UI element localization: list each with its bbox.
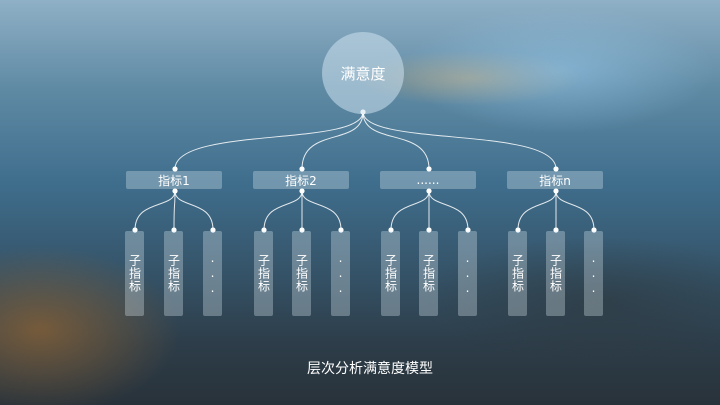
sub-dot-3-2 <box>426 227 432 233</box>
indicator-n: 指标n <box>507 171 603 189</box>
sub-dot-4-1 <box>515 227 521 233</box>
sub-indicator-1-2: 子指标 <box>164 231 183 316</box>
sub-indicator-2-2: 子指标 <box>292 231 311 316</box>
sub-indicator-2-more: ... <box>331 231 350 316</box>
root-link-1 <box>174 111 364 170</box>
indicator-dot-2 <box>299 166 305 172</box>
sub-dot-4-2 <box>553 227 559 233</box>
sub-link-3-1 <box>390 190 430 231</box>
sub-dot-2-2 <box>299 227 305 233</box>
sub-link-1-1 <box>134 190 176 231</box>
sub-indicator-3-more: ... <box>458 231 477 316</box>
sub-dot-3-1 <box>388 227 394 233</box>
sub-indicator-1-1: 子指标 <box>125 231 144 316</box>
sub-link-3-3 <box>428 190 469 231</box>
indicator-2: 指标2 <box>253 171 349 189</box>
sub-dot-1-1 <box>132 227 138 233</box>
sub-link-2-3 <box>301 190 342 231</box>
sub-dot-2-1 <box>261 227 267 233</box>
sub-indicator-n-2: 子指标 <box>546 231 565 316</box>
root-link-2 <box>301 111 364 170</box>
sub-indicator-n-1: 子指标 <box>508 231 527 316</box>
indicator-dot-4 <box>553 166 559 172</box>
root-node: 满意度 <box>322 32 404 114</box>
sub-link-4-3 <box>555 190 595 231</box>
diagram-caption: 层次分析满意度模型 <box>307 361 433 377</box>
indicator-1: 指标1 <box>126 171 222 189</box>
sub-link-4-1 <box>517 190 557 231</box>
sub-dot-1-2 <box>171 227 177 233</box>
indicator-dot-3 <box>426 166 432 172</box>
sub-indicator-3-2: 子指标 <box>419 231 438 316</box>
sub-dot-1-3 <box>210 227 216 233</box>
indicator-ellipsis: ...... <box>380 171 476 189</box>
sub-indicator-3-1: 子指标 <box>381 231 400 316</box>
indicator-dot-1 <box>172 166 178 172</box>
sub-dot-2-3 <box>338 227 344 233</box>
root-link-3 <box>362 111 430 170</box>
sub-link-1-3 <box>174 190 214 231</box>
sub-dot-4-3 <box>591 227 597 233</box>
sub-link-1-2 <box>173 190 176 231</box>
sub-indicator-1-more: ... <box>203 231 222 316</box>
root-link-4 <box>362 111 557 170</box>
sub-indicator-2-1: 子指标 <box>254 231 273 316</box>
sub-dot-3-3 <box>465 227 471 233</box>
sub-indicator-n-more: ... <box>584 231 603 316</box>
sub-link-2-1 <box>263 190 303 231</box>
